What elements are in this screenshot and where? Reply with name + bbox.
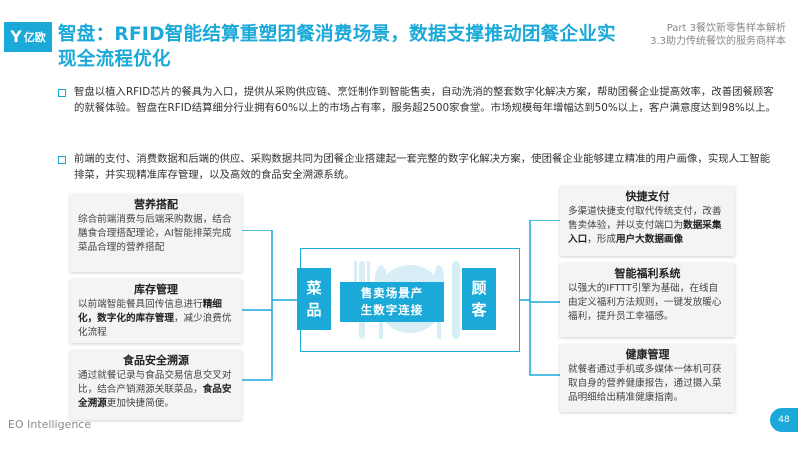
card-title: 营养搭配	[134, 198, 178, 211]
card-text: 综合前端消费与后端采购数据，结合膳食合理搭配理论，AI智能排菜完成菜品合理的营养…	[78, 214, 232, 253]
bullet-text-1: 智盘以植入RFID芯片的餐具为入口，提供从采购供应链、烹饪制作到智能售卖，自动洗…	[74, 86, 776, 114]
card-title: 食品安全溯源	[123, 354, 189, 367]
card-text-pre: 通过就餐记录与食品交易信息交叉对比，结合产销溯源关联菜品，	[78, 370, 232, 395]
logo-mark-icon: Y	[10, 27, 22, 46]
section-subpart: 3.3助力传统餐饮的服务商样本	[650, 36, 786, 47]
card-text-mid: ，形成	[587, 234, 616, 245]
card-text: 以前端智能餐具回传信息进行精细化，数字化的库存管理，减少浪费优化流程	[78, 298, 234, 340]
customers-label-char-2: 客	[471, 301, 487, 319]
card-quick-pay: 快捷支付 多渠道快捷支付取代传统支付，改善售卖体验，并以支付端口为数据采集入口，…	[560, 186, 735, 256]
card-title: 健康管理	[625, 348, 670, 361]
card-text: 多渠道快捷支付取代传统支付，改善售卖体验，并以支付端口为数据采集入口，形成用户大…	[568, 205, 727, 247]
center-label-box: 售卖场景产 生数字连接	[340, 282, 444, 322]
card-health: 健康管理 就餐者通过手机或多媒体一体机可获取自身的营养健康报告，通过摄入菜品明细…	[560, 344, 735, 412]
bullet-text-2: 前端的支付、消费数据和后端的供应、采购数据共同为团餐企业搭建起一套完整的数字化解…	[74, 153, 771, 181]
center-label-line-1: 售卖场景产	[360, 286, 424, 300]
bullet-paragraph-2: 前端的支付、消费数据和后端的供应、采购数据共同为团餐企业搭建起一套完整的数字化解…	[58, 152, 778, 183]
card-food-safety: 食品安全溯源 通过就餐记录与食品交易信息交叉对比，结合产销溯源关联菜品，食品安全…	[70, 350, 242, 420]
dishes-label-box: 菜 品	[297, 268, 331, 330]
section-part: Part 3餐饮新零售样本解析	[666, 23, 786, 34]
customers-label-char-1: 顾	[471, 279, 487, 297]
logo: Y 亿欧	[4, 22, 52, 52]
left-connector	[242, 230, 302, 390]
card-title: 库存管理	[134, 283, 178, 296]
card-title: 智能福利系统	[614, 267, 681, 280]
card-inventory: 库存管理 以前端智能餐具回传信息进行精细化，数字化的库存管理，减少浪费优化流程	[70, 279, 242, 343]
card-text-post: 更加快捷简便。	[106, 398, 174, 409]
card-text: 以强大的IFTTT引擎为基础，在线自由定义福利方法规则，一键发放暖心福利，提升员…	[568, 283, 722, 322]
dishes-label-char-2: 品	[306, 301, 322, 319]
card-nutrition: 营养搭配 综合前端消费与后端采购数据，结合膳食合理搭配理论，AI智能排菜完成菜品…	[70, 194, 242, 272]
card-text-bold-2: 用户大数据画像	[615, 234, 684, 245]
customers-label-box: 顾 客	[462, 268, 496, 330]
card-text-post: ，减少浪费优化流程	[78, 313, 232, 338]
card-welfare: 智能福利系统 以强大的IFTTT引擎为基础，在线自由定义福利方法规则，一键发放暖…	[560, 263, 735, 337]
page-number: 48	[770, 408, 798, 432]
card-text-bold: 精细化，数字化的库存管理	[78, 299, 222, 324]
center-label-line-2: 生数字连接	[360, 303, 424, 317]
bullet-square-icon	[58, 156, 66, 164]
card-text: 就餐者通过手机或多媒体一体机可获取自身的营养健康报告，通过摄入菜品明细给出精准健…	[568, 364, 722, 403]
section-header: Part 3餐饮新零售样本解析 3.3助力传统餐饮的服务商样本	[650, 22, 786, 48]
card-text-bold: 数据采集入口	[568, 220, 722, 245]
bullet-square-icon	[58, 89, 66, 97]
card-text-pre: 多渠道快捷支付取代传统支付，改善售卖体验，并以支付端口为	[568, 206, 722, 231]
footer-brand: EO Intelligence	[8, 418, 92, 431]
card-text: 通过就餐记录与食品交易信息交叉对比，结合产销溯源关联菜品，食品安全溯源更加快捷简…	[78, 369, 234, 411]
card-title: 快捷支付	[625, 190, 670, 203]
card-text-bold: 食品安全溯源	[78, 384, 232, 409]
logo-text: 亿欧	[23, 31, 46, 44]
dishes-label-char-1: 菜	[306, 279, 322, 297]
bullet-paragraph-1: 智盘以植入RFID芯片的餐具为入口，提供从采购供应链、烹饪制作到智能售卖，自动洗…	[58, 85, 778, 116]
page-title: 智盘：RFID智能结算重塑团餐消费场景，数据支撑推动团餐企业实现全流程优化	[58, 24, 616, 70]
card-text-pre: 以前端智能餐具回传信息进行	[78, 299, 203, 310]
